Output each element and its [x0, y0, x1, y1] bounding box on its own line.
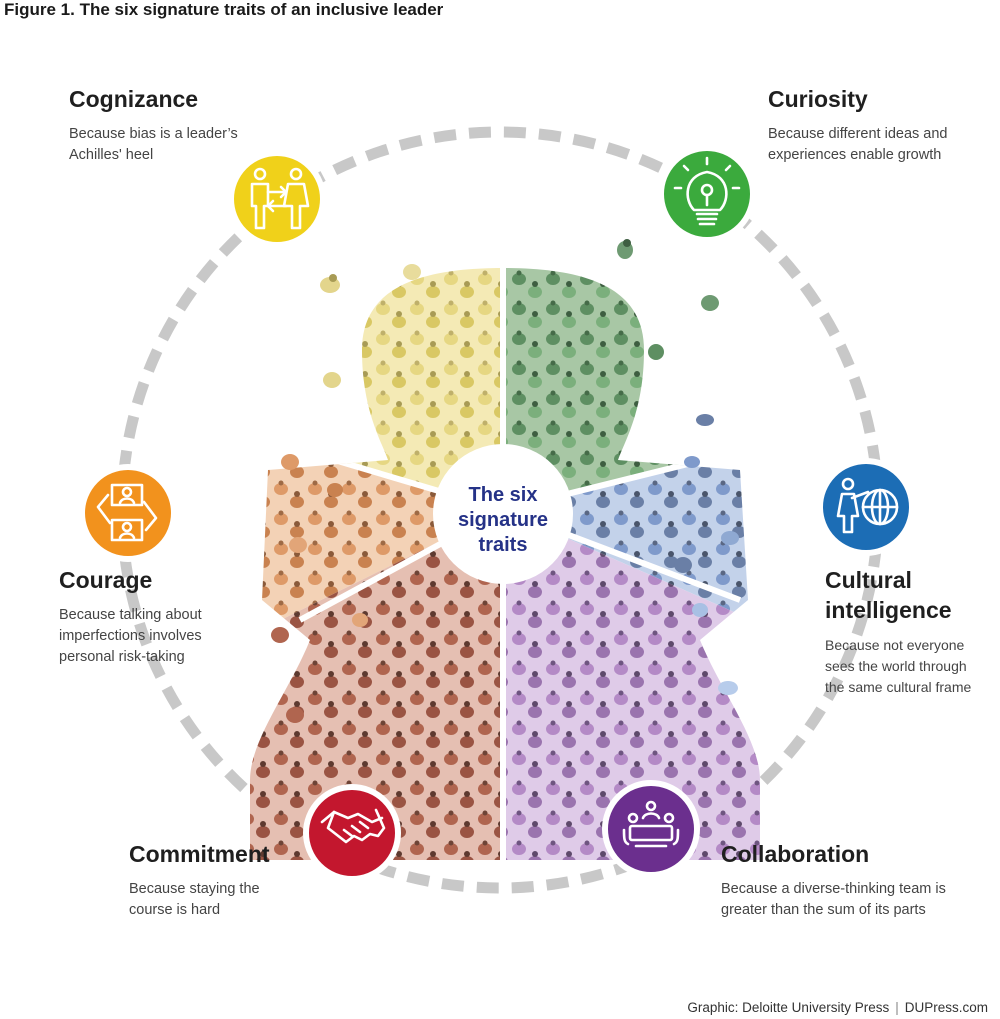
- trait-courage: Courage Because talking about imperfecti…: [59, 565, 279, 668]
- trait-title: Collaboration: [721, 841, 870, 867]
- trait-title: Curiosity: [768, 86, 868, 112]
- credit-site: DUPress.com: [904, 1000, 988, 1015]
- person-globe-icon: [817, 458, 915, 556]
- trait-description: Because talking about imperfections invo…: [59, 605, 279, 668]
- description-line: the same cultural frame: [825, 679, 972, 695]
- description-line: Because a diverse-thinking team is: [721, 881, 946, 897]
- center-label-line: signature: [457, 509, 549, 531]
- two-people-exchange-icon: [228, 150, 326, 248]
- trait-description: Because staying the course is hard: [129, 879, 349, 921]
- segment-orange: [250, 420, 503, 660]
- trait-commitment: Commitment Because staying the course is…: [129, 839, 349, 921]
- trait-cultural-intelligence: Cultural intelligence Because not everyo…: [825, 565, 997, 698]
- team-table-icon: [602, 780, 700, 878]
- credit-separator: |: [895, 1000, 899, 1015]
- description-line: Because staying the: [129, 881, 260, 897]
- description-line: Because bias is a leader’s: [69, 126, 238, 142]
- trait-title: Courage: [59, 567, 153, 593]
- scattered-figures: [271, 239, 739, 723]
- trait-curiosity: Curiosity Because different ideas and ex…: [768, 84, 998, 166]
- segment-purple: [503, 510, 760, 860]
- description-line: greater than the sum of its parts: [721, 902, 926, 918]
- trait-title: Commitment: [129, 841, 270, 867]
- description-line: Because not everyone: [825, 637, 965, 653]
- handshake-icon: [303, 784, 401, 882]
- description-line: Because talking about: [59, 607, 202, 623]
- description-line: personal risk-taking: [59, 649, 185, 665]
- description-line: experiences enable growth: [768, 147, 942, 163]
- description-line: sees the world through: [825, 658, 967, 674]
- description-line: Because different ideas and: [768, 126, 948, 142]
- trait-description: Because bias is a leader’s Achilles' hee…: [69, 124, 329, 166]
- trait-collaboration: Collaboration Because a diverse-thinking…: [721, 839, 996, 921]
- trait-title: Cognizance: [69, 86, 199, 112]
- center-label-line: The six: [468, 484, 538, 506]
- trait-description: Because a diverse-thinking team is great…: [721, 879, 996, 921]
- trait-description: Because different ideas and experiences …: [768, 124, 998, 166]
- lightbulb-icon: [658, 145, 756, 243]
- credit-line: Graphic: Deloitte University Press | DUPre…: [687, 1000, 988, 1015]
- center-label-line: traits: [478, 534, 528, 556]
- description-line: course is hard: [129, 902, 221, 918]
- description-line: Achilles' heel: [69, 147, 154, 163]
- credit-graphic: Graphic: Deloitte University Press: [687, 1000, 890, 1015]
- trait-cognizance: Cognizance Because bias is a leader’s Ac…: [69, 84, 329, 166]
- center-label: The six signature traits: [428, 483, 578, 558]
- segment-blue: [503, 430, 760, 650]
- trait-title: Cultural intelligence: [825, 565, 997, 625]
- trait-title-line: Cultural: [825, 567, 912, 593]
- description-line: imperfections involves: [59, 628, 202, 644]
- people-cycle-icon: [79, 464, 177, 562]
- center-circle: [433, 444, 573, 584]
- trait-title-line: intelligence: [825, 597, 952, 623]
- segment-red: [250, 510, 503, 860]
- trait-description: Because not everyone sees the world thro…: [825, 635, 997, 698]
- figure-title: Figure 1. The six signature traits of an…: [4, 0, 444, 19]
